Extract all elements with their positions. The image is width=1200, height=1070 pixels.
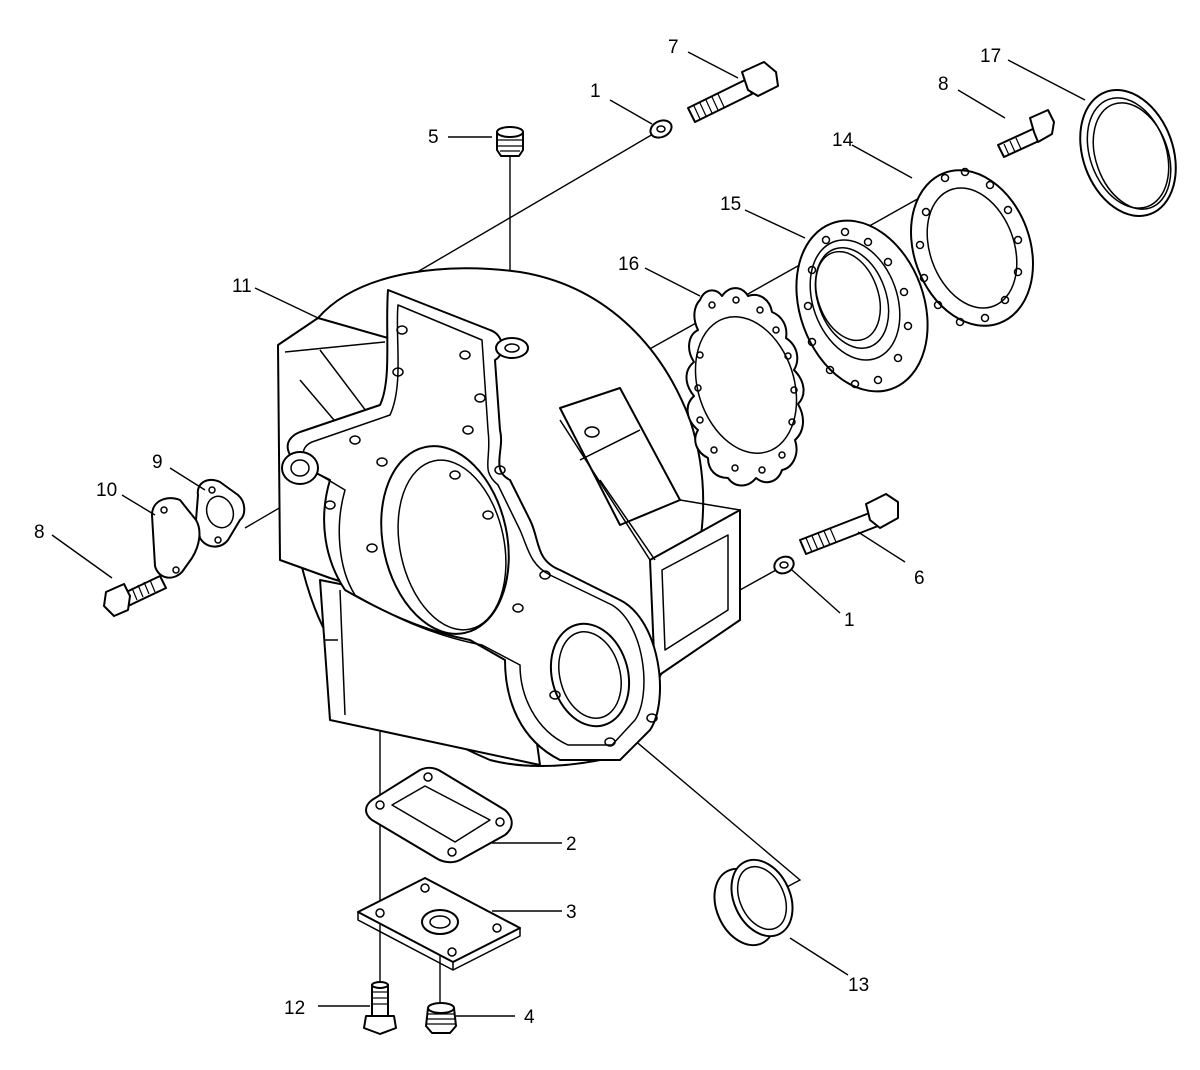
gasket-ring-14: [910, 167, 1034, 327]
callout-15: 15: [720, 194, 741, 215]
callout-9: 9: [152, 452, 163, 473]
washer-1-right: [773, 555, 795, 575]
assembly-center-lines: [244, 129, 956, 1005]
bolt-12: [363, 981, 397, 1035]
seal-17: [1079, 89, 1177, 217]
washer-1-top: [649, 119, 673, 139]
callout-1-right: 1: [844, 610, 855, 631]
callout-10: 10: [96, 480, 117, 501]
callout-5: 5: [428, 127, 439, 148]
flange-bolt-holes: [324, 325, 658, 747]
callout-8-left: 8: [34, 522, 45, 543]
callout-8-top: 8: [938, 74, 949, 95]
callout-13: 13: [848, 975, 869, 996]
tabbed-gasket-16: [685, 287, 805, 487]
plate-3: [357, 877, 521, 971]
callout-16: 16: [618, 254, 639, 275]
callout-1-top: 1: [590, 81, 601, 102]
callout-17: 17: [980, 46, 1001, 67]
ring-13: [713, 858, 794, 947]
plug-5: [496, 126, 524, 157]
callout-6: 6: [914, 568, 925, 589]
callout-12: 12: [284, 998, 305, 1019]
callout-7: 7: [668, 37, 679, 58]
leader-lines: [51, 51, 1086, 1017]
gasket-9: [195, 478, 246, 548]
bolt-8-left: [103, 575, 167, 617]
bolt-6: [799, 493, 899, 555]
callout-14: 14: [832, 130, 854, 151]
cover-plate-10: [151, 497, 201, 579]
callout-2: 2: [566, 834, 577, 855]
callout-11: 11: [232, 276, 252, 297]
callout-3: 3: [566, 902, 577, 923]
gasket-2: [365, 766, 513, 864]
callout-labels: 1 7 5 8 17 14 15 16 11 9 10 8 6 1 2 3 12…: [34, 37, 1001, 1028]
flywheel-housing: [277, 267, 741, 767]
callout-4: 4: [524, 1007, 535, 1028]
seal-housing-15: [795, 219, 929, 393]
bolt-8-top: [997, 109, 1055, 158]
plug-4: [425, 1002, 457, 1034]
bolt-7: [687, 61, 779, 123]
